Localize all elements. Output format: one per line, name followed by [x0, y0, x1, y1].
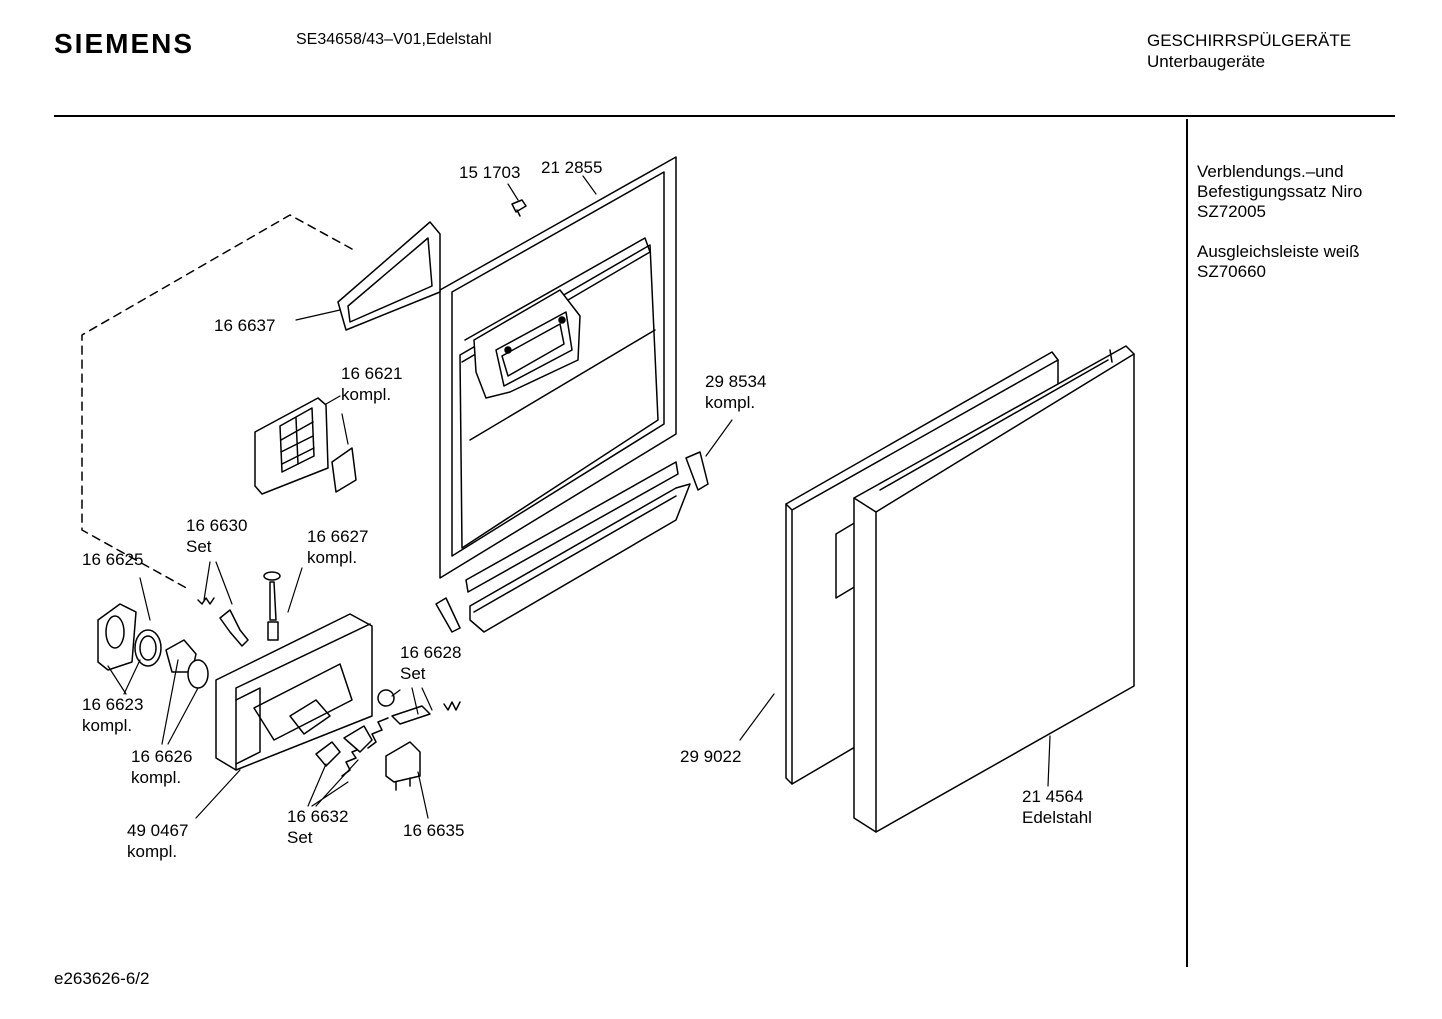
accessory-code: SZ72005: [1197, 202, 1266, 221]
front-stainless-panel: [853, 345, 1135, 833]
latch-part: [343, 725, 373, 753]
seal-ring: [134, 629, 162, 667]
hinge-clip: [685, 451, 709, 491]
document-id: e263626-6/2: [54, 969, 150, 988]
valve-part: [263, 571, 281, 641]
lever-part: [391, 705, 431, 725]
accessory-name: Verblendungs.–und: [1197, 162, 1344, 181]
brand-logo: SIEMENS: [54, 28, 195, 59]
window-unit: [254, 397, 357, 495]
spring-part: [367, 717, 389, 749]
part-label: 16 6637: [214, 316, 276, 335]
gasket-frame: [337, 221, 441, 331]
spring-part: [443, 701, 461, 711]
header-divider: [54, 115, 1395, 117]
part-label: 16 6625: [82, 550, 144, 569]
dispenser-cover: [97, 603, 137, 671]
spring-part: [341, 747, 363, 777]
assembly-dashed-line: [81, 214, 353, 591]
part-label: 16 6635: [403, 821, 465, 840]
rail-clip: [435, 597, 461, 633]
latch-part: [315, 741, 341, 767]
accessory-name: Ausgleichsleiste weiß: [1197, 242, 1360, 261]
bottom-rails: [465, 461, 691, 633]
part-label: 29 9022: [680, 747, 742, 766]
dispenser-housing: [215, 613, 373, 771]
switch-part: [385, 741, 421, 791]
screw-part: [511, 199, 527, 217]
accessory-name: Befestigungssatz Niro: [1197, 182, 1363, 201]
category-subtitle: Unterbaugeräte: [1147, 52, 1266, 71]
model-number: SE34658/43–V01,Edelstahl: [296, 31, 492, 48]
accessory-item: Verblendungs.–und Befestigungssatz Niro …: [1197, 162, 1362, 222]
ball-part: [377, 689, 395, 707]
sidebar-divider: [1186, 119, 1188, 967]
seal-ring: [139, 635, 157, 661]
part-label: 21 2855: [541, 158, 603, 177]
seal-ring: [187, 659, 209, 689]
accessory-code: SZ70660: [1197, 262, 1266, 281]
inner-door-panel: [439, 156, 677, 579]
lever-part: [219, 609, 249, 647]
leader-lines: [107, 175, 1051, 819]
category-title: GESCHIRRSPÜLGERÄTE: [1147, 31, 1352, 50]
part-label: 15 1703: [459, 163, 521, 182]
spring-part: [197, 597, 215, 605]
accessory-item: Ausgleichsleiste weiß SZ70660: [1197, 242, 1360, 282]
